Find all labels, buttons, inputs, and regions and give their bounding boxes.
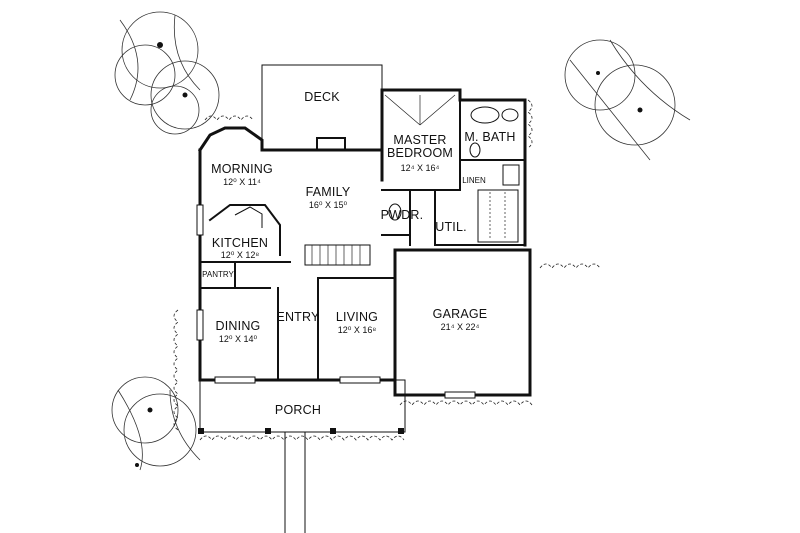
tree-bottom-left — [111, 376, 201, 471]
dining-label: DINING — [216, 319, 261, 333]
master-bedroom-size: 12⁴ X 16⁴ — [401, 163, 440, 173]
family-size: 16⁰ X 15⁰ — [309, 200, 348, 210]
garage-label: GARAGE — [433, 307, 488, 321]
dining-size: 12⁰ X 14⁰ — [219, 334, 258, 344]
porch — [198, 379, 406, 533]
master-bedroom-label-line1: MASTER — [393, 133, 446, 147]
shrubs — [173, 99, 601, 441]
powder-label: PWDR. — [381, 208, 424, 222]
living-label: LIVING — [336, 310, 378, 324]
living-size: 12⁰ X 16⁸ — [338, 325, 377, 335]
porch-label: PORCH — [275, 403, 321, 417]
linen-label: LINEN — [462, 176, 486, 185]
pantry-label: PANTRY — [202, 270, 234, 279]
utility-label: UTIL. — [435, 220, 467, 234]
morning-label: MORNING — [211, 162, 273, 176]
interior-walls — [199, 94, 526, 381]
room-labels: DECK MASTER BEDROOM 12⁴ X 16⁴ M. BATH LI… — [202, 90, 515, 417]
windows — [196, 204, 476, 399]
entry-label: ENTRY — [276, 310, 320, 324]
kitchen-size: 12⁰ X 12⁸ — [221, 250, 260, 260]
deck-label: DECK — [304, 90, 340, 104]
tree-top-right — [564, 39, 691, 161]
master-bath-label: M. BATH — [464, 130, 515, 144]
morning-size: 12⁰ X 11⁴ — [223, 177, 261, 187]
tree-top-left — [114, 11, 201, 106]
master-bedroom-label-line2: BEDROOM — [387, 146, 453, 160]
kitchen-label: KITCHEN — [212, 236, 268, 250]
tree-left-middle — [150, 60, 220, 135]
garage-size: 21⁴ X 22⁴ — [441, 322, 480, 332]
family-label: FAMILY — [306, 185, 351, 199]
